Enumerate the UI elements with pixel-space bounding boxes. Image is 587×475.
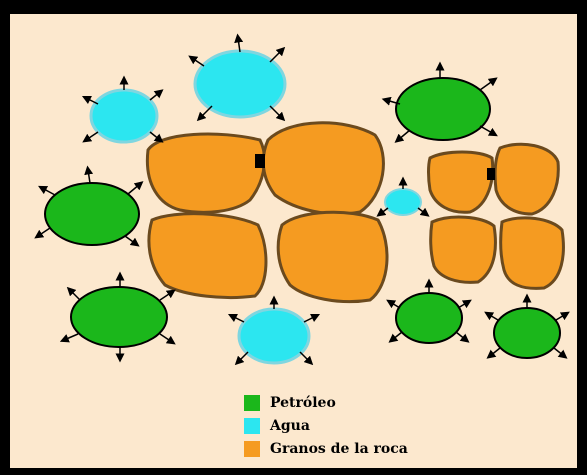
oil-droplet — [71, 287, 167, 347]
rock-grain — [429, 152, 493, 212]
rock-grain — [263, 123, 383, 214]
legend-label: Agua — [270, 418, 310, 434]
legend-swatch-agua — [244, 418, 260, 434]
rock-grain — [147, 134, 264, 212]
legend-item-petroleo: Petróleo — [270, 393, 336, 413]
legend-swatch-granos — [244, 441, 260, 457]
water-droplet — [239, 309, 309, 363]
rock-grain — [501, 218, 564, 289]
oil-droplet — [494, 308, 560, 358]
legend-label: Granos de la roca — [270, 441, 408, 457]
rock-grain — [278, 212, 387, 301]
legend-swatch-petroleo — [244, 395, 260, 411]
rock-grain — [495, 144, 558, 214]
oil-droplet — [396, 293, 462, 343]
legend-item-granos: Granos de la roca — [270, 439, 408, 459]
legend-label: Petróleo — [270, 395, 336, 411]
oil-droplet — [45, 183, 139, 245]
rock-grain — [149, 214, 266, 298]
water-droplet — [91, 90, 157, 142]
water-droplet — [385, 189, 421, 215]
rock-grain — [431, 217, 496, 282]
legend-item-agua: Agua — [270, 416, 310, 436]
